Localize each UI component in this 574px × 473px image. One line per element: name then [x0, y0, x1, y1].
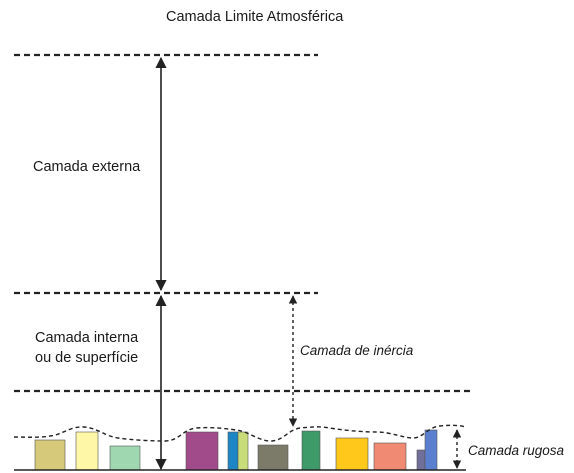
building: [335, 437, 369, 471]
diagram-title: Camada Limite Atmosférica: [166, 9, 344, 25]
inertial-layer-label: Camada de inércia: [300, 343, 414, 358]
building: [109, 445, 141, 471]
building: [75, 431, 99, 471]
roughness-layer-label: Camada rugosa: [468, 443, 565, 458]
building: [373, 442, 407, 471]
building: [416, 449, 426, 471]
building: [424, 429, 438, 471]
building: [227, 431, 239, 471]
building: [34, 439, 66, 471]
outer-layer-label: Camada externa: [33, 159, 141, 175]
inner-layer-label-line2: ou de superfície: [35, 350, 138, 366]
building: [301, 430, 321, 471]
building: [237, 431, 249, 471]
inner-layer-label-line1: Camada interna: [35, 330, 139, 346]
building: [185, 431, 219, 471]
building: [257, 444, 289, 471]
roughness-boundary-curve: [13, 424, 467, 442]
buildings-group: [34, 429, 438, 471]
